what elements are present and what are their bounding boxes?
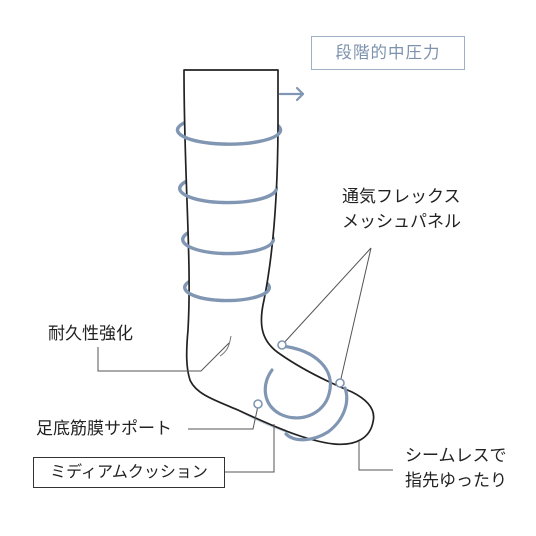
plantar-support-label: 足底筋膜サポート <box>36 419 172 439</box>
heel-seam <box>219 335 232 357</box>
seamless-toe-label-line1: シームレスで <box>405 446 507 466</box>
leader-lines <box>97 247 393 473</box>
mesh-panel-label-line2: メッシュパネル <box>342 212 461 232</box>
compression-rings-front <box>175 126 282 303</box>
medium-cushion-label: ミディアムクッション <box>33 457 225 488</box>
sock-outline <box>183 69 375 446</box>
seamless-toe-label-line2: 指先ゆったり <box>405 471 507 491</box>
foot-band-rings <box>263 344 349 442</box>
durability-label: 耐久性強化 <box>48 324 133 344</box>
mesh-panel-label-line1: 通気フレックス <box>342 187 461 207</box>
graduated-compression-badge: 段階的中圧力 <box>311 36 465 70</box>
arrow-right-icon <box>278 86 305 102</box>
callout-dots <box>253 340 345 409</box>
